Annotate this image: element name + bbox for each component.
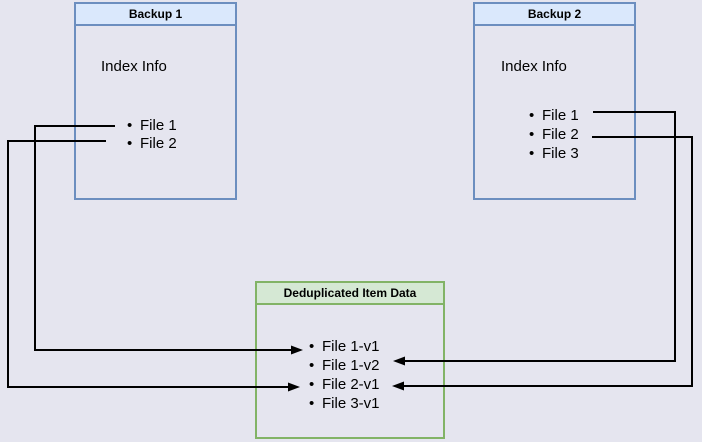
node-backup2: Backup 2 Index Info File 1 File 2 File 3 [473,2,636,200]
backup2-file-item: File 2 [529,125,579,144]
dedup-file-item: File 1-v2 [309,356,380,375]
backup2-file-item: File 3 [529,144,579,163]
backup1-index-info-label: Index Info [101,58,167,75]
dedup-file-item: File 3-v1 [309,394,380,413]
dedup-file-item: File 1-v1 [309,337,380,356]
backup1-title: Backup 1 [76,4,235,26]
backup1-file-item: File 2 [127,135,177,153]
dedup-title: Deduplicated Item Data [257,283,443,305]
dedup-file-list: File 1-v1 File 1-v2 File 2-v1 File 3-v1 [309,337,380,413]
backup2-title: Backup 2 [475,4,634,26]
node-deduplicated-item-data: Deduplicated Item Data File 1-v1 File 1-… [255,281,445,439]
dedup-file-item: File 2-v1 [309,375,380,394]
backup1-file-item: File 1 [127,117,177,135]
backup1-file-list: File 1 File 2 [127,117,177,153]
node-backup1: Backup 1 Index Info File 1 File 2 [74,2,237,200]
backup2-file-item: File 1 [529,106,579,125]
backup2-index-info-label: Index Info [501,58,567,75]
backup2-file-list: File 1 File 2 File 3 [529,106,579,163]
